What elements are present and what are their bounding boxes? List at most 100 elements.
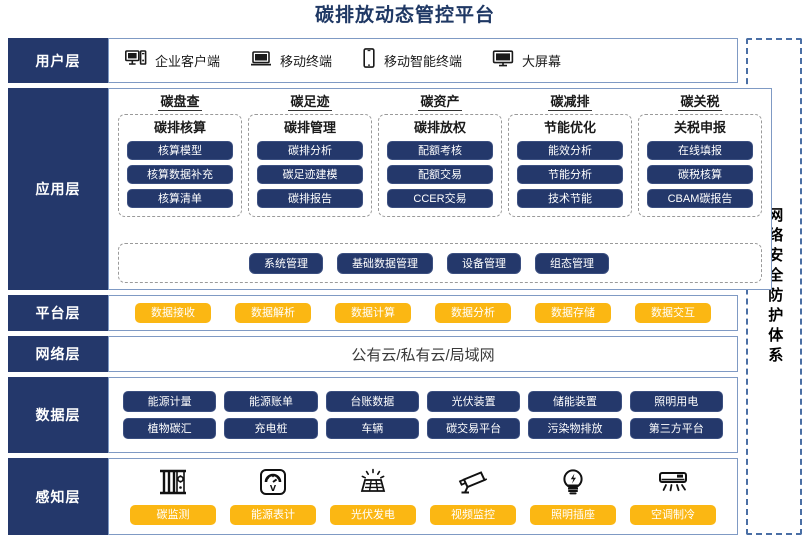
- data-item[interactable]: 能源账单: [224, 391, 318, 412]
- app-item[interactable]: 核算模型: [127, 141, 233, 160]
- layer-platform-body: 数据接收 数据解析 数据计算 数据分析 数据存储 数据交互: [108, 295, 738, 331]
- app-item[interactable]: CBAM碳报告: [647, 189, 753, 208]
- data-item[interactable]: 车辆: [325, 418, 419, 439]
- platform-item[interactable]: 数据分析: [435, 303, 511, 323]
- app-item[interactable]: 配额交易: [387, 165, 493, 184]
- perception-item-lighting-socket[interactable]: 照明插座: [523, 467, 623, 525]
- perception-item-label: 能源表计: [230, 504, 316, 525]
- perception-item-air-conditioning[interactable]: 空调制冷: [623, 467, 723, 525]
- layer-platform-label: 平台层: [8, 295, 108, 331]
- app-item[interactable]: 核算数据补充: [127, 165, 233, 184]
- app-group-carbon-inventory: 碳盘查 碳排核算 核算模型 核算数据补充 核算清单: [118, 93, 242, 217]
- layer-application-label: 应用层: [8, 88, 108, 290]
- platform-item[interactable]: 数据接收: [135, 303, 211, 323]
- perception-item-label: 照明插座: [530, 504, 616, 525]
- app-group-title: 碳减排: [548, 94, 592, 111]
- app-group-carbon-asset: 碳资产 碳排放权 配额考核 配额交易 CCER交易: [378, 93, 502, 217]
- app-item[interactable]: 碳排分析: [257, 141, 363, 160]
- application-groups: 碳盘查 碳排核算 核算模型 核算数据补充 核算清单 碳足迹 碳排管理 碳排分析 …: [109, 89, 771, 217]
- app-item[interactable]: 在线填报: [647, 141, 753, 160]
- layer-user-label: 用户层: [8, 38, 108, 83]
- user-item-large-screen[interactable]: 大屏幕: [492, 49, 562, 72]
- app-item[interactable]: 节能分析: [517, 165, 623, 184]
- network-description: 公有云/私有云/局域网: [351, 346, 495, 364]
- layer-data-body: 能源计量 能源账单 台账数据 光伏装置 储能装置 照明用电 植物碳汇 充电桩 车…: [108, 377, 738, 453]
- data-item[interactable]: 光伏装置: [426, 391, 521, 412]
- perception-item-pv-generation[interactable]: 光伏发电: [323, 467, 423, 525]
- app-group-title: 碳足迹: [288, 94, 332, 111]
- sensor-rack-icon: [158, 467, 188, 497]
- data-item[interactable]: 第三方平台: [629, 418, 723, 439]
- light-bulb-icon: [560, 467, 586, 497]
- app-group-box: 关税申报 在线填报 碳税核算 CBAM碳报告: [638, 114, 762, 217]
- app-item[interactable]: 能效分析: [517, 141, 623, 160]
- app-item[interactable]: 配额考核: [387, 141, 493, 160]
- platform-item[interactable]: 数据交互: [635, 303, 711, 323]
- app-group-carbon-footprint: 碳足迹 碳排管理 碳排分析 碳足迹建模 碳排报告: [248, 93, 372, 217]
- layer-data-label: 数据层: [8, 377, 108, 453]
- app-group-title: 碳关税: [678, 94, 722, 111]
- svg-text:V: V: [270, 484, 277, 493]
- app-group-subtitle: 节能优化: [543, 120, 596, 135]
- app-item[interactable]: 碳税核算: [647, 165, 753, 184]
- app-item[interactable]: 碳排报告: [257, 189, 363, 208]
- app-group-box: 碳排核算 核算模型 核算数据补充 核算清单: [118, 114, 242, 217]
- layer-data: 数据层 能源计量 能源账单 台账数据 光伏装置 储能装置 照明用电 植物碳汇 充…: [8, 377, 738, 453]
- app-group-carbon-tariff: 碳关税 关税申报 在线填报 碳税核算 CBAM碳报告: [638, 93, 762, 217]
- laptop-icon: [250, 50, 272, 72]
- app-item[interactable]: CCER交易: [387, 189, 493, 208]
- data-item[interactable]: 碳交易平台: [426, 418, 521, 439]
- smartphone-icon: [362, 48, 376, 73]
- layer-user: 用户层 企业客户端: [8, 38, 738, 83]
- management-item[interactable]: 系统管理: [249, 252, 323, 274]
- perception-items: 碳监测 V 能源表计: [109, 459, 737, 534]
- app-item[interactable]: 碳足迹建模: [257, 165, 363, 184]
- user-item-label: 大屏幕: [522, 54, 562, 69]
- desktop-pc-icon: [125, 49, 147, 72]
- management-item[interactable]: 组态管理: [535, 252, 609, 274]
- app-item[interactable]: 技术节能: [517, 189, 623, 208]
- user-item-enterprise-client[interactable]: 企业客户端: [125, 49, 221, 72]
- user-item-label: 移动智能终端: [384, 54, 463, 69]
- platform-item[interactable]: 数据解析: [235, 303, 311, 323]
- perception-item-label: 光伏发电: [330, 504, 416, 525]
- user-item-mobile-terminal[interactable]: 移动终端: [250, 50, 332, 72]
- layer-application-body: 碳盘查 碳排核算 核算模型 核算数据补充 核算清单 碳足迹 碳排管理 碳排分析 …: [108, 88, 772, 290]
- perception-item-energy-meter[interactable]: V 能源表计: [223, 467, 323, 525]
- layer-perception-body: 碳监测 V 能源表计: [108, 458, 738, 535]
- user-item-label: 企业客户端: [155, 54, 221, 69]
- application-management-box: 系统管理 基础数据管理 设备管理 组态管理: [118, 243, 762, 283]
- app-group-subtitle: 碳排放权: [413, 120, 466, 135]
- data-row: 植物碳汇 充电桩 车辆 碳交易平台 污染物排放 第三方平台: [123, 418, 723, 439]
- data-item[interactable]: 植物碳汇: [123, 418, 217, 439]
- app-group-box: 碳排放权 配额考核 配额交易 CCER交易: [378, 114, 502, 217]
- perception-item-video-surveillance[interactable]: 视频监控: [423, 467, 523, 525]
- layer-perception-label: 感知层: [8, 458, 108, 535]
- gauge-meter-icon: V: [258, 467, 288, 497]
- data-item[interactable]: 污染物排放: [528, 418, 622, 439]
- data-item[interactable]: 台账数据: [325, 391, 419, 412]
- app-group-box: 碳排管理 碳排分析 碳足迹建模 碳排报告: [248, 114, 372, 217]
- layer-application: 应用层 碳盘查 碳排核算 核算模型 核算数据补充 核算清单 碳足迹 碳排管理: [8, 88, 772, 290]
- data-item[interactable]: 能源计量: [123, 391, 217, 412]
- data-item[interactable]: 照明用电: [629, 391, 723, 412]
- layer-perception: 感知层 碳监测: [8, 458, 738, 535]
- layer-network-label: 网络层: [8, 336, 108, 372]
- user-item-label: 移动终端: [280, 54, 333, 69]
- data-items: 能源计量 能源账单 台账数据 光伏装置 储能装置 照明用电 植物碳汇 充电桩 车…: [109, 378, 737, 452]
- layer-network-body: 公有云/私有云/局域网: [108, 336, 738, 372]
- data-item[interactable]: 储能装置: [528, 391, 622, 412]
- platform-item[interactable]: 数据计算: [335, 303, 411, 323]
- data-row: 能源计量 能源账单 台账数据 光伏装置 储能装置 照明用电: [123, 391, 723, 412]
- platform-item[interactable]: 数据存储: [535, 303, 611, 323]
- perception-item-carbon-monitoring[interactable]: 碳监测: [123, 467, 223, 525]
- management-item[interactable]: 基础数据管理: [337, 252, 433, 274]
- user-items: 企业客户端 移动终端: [109, 39, 737, 82]
- management-item[interactable]: 设备管理: [447, 252, 521, 274]
- user-item-smart-mobile-terminal[interactable]: 移动智能终端: [362, 48, 462, 73]
- app-group-subtitle: 碳排核算: [153, 120, 206, 135]
- data-item[interactable]: 充电桩: [224, 418, 318, 439]
- app-group-subtitle: 碳排管理: [283, 120, 336, 135]
- app-item[interactable]: 核算清单: [127, 189, 233, 208]
- air-conditioner-icon: [657, 467, 689, 497]
